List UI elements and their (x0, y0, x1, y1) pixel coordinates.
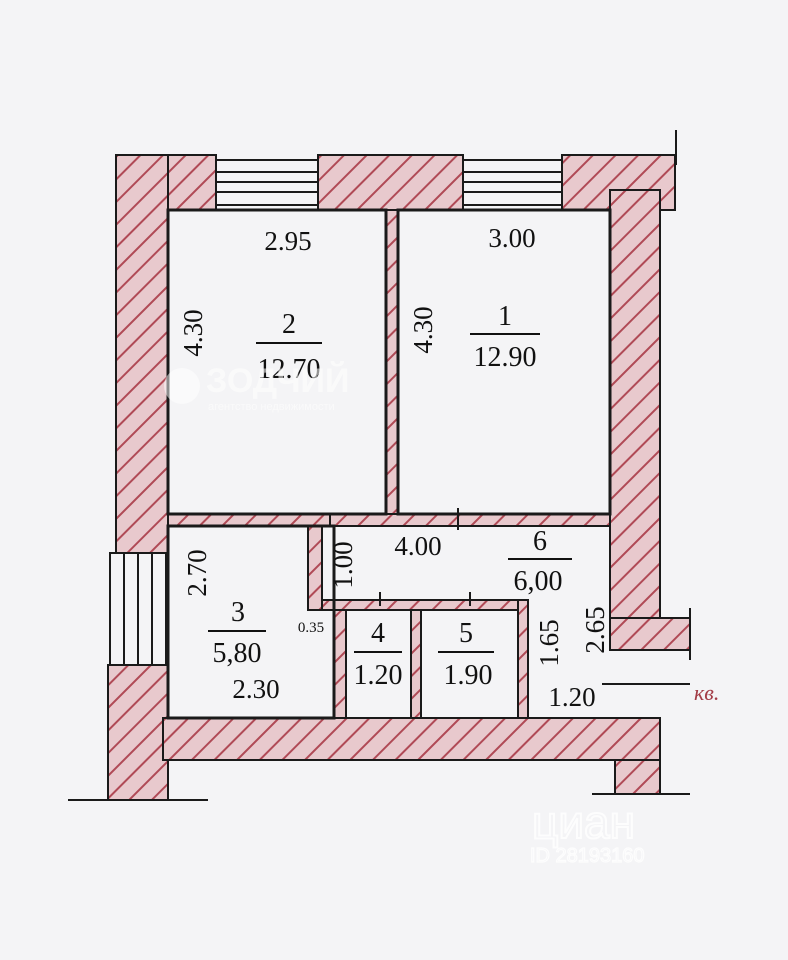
zodchiy-logo-icon (164, 368, 200, 404)
dim-2-65: 2.65 (580, 606, 610, 653)
zodchiy-watermark: ЗОДЧИЙ агентство недвижимости (164, 361, 349, 413)
room6-depth: 1.00 (328, 541, 358, 588)
room3-width: 2.30 (232, 674, 279, 704)
room2-area: 12.70 (258, 354, 321, 385)
cian-watermark: циан ID 28193160 (529, 795, 645, 868)
room6-number: 6 (533, 526, 547, 557)
wall-right-step (609, 617, 691, 651)
room2-number: 2 (282, 309, 296, 340)
window-left (109, 552, 167, 666)
wall-partition-main (167, 513, 611, 527)
exterior-lines (68, 130, 691, 801)
wall-corridor-bottom (321, 599, 523, 611)
zodchiy-logo-subtext: агентство недвижимости (208, 401, 335, 413)
wall-top-middle (317, 154, 464, 211)
room2-height: 4.30 (178, 309, 208, 356)
room-outlines (166, 208, 612, 720)
room6-width: 4.00 (394, 531, 441, 561)
room6-area: 6,00 (514, 566, 563, 597)
door-ticks (329, 508, 471, 606)
room5-area: 1.90 (444, 660, 493, 691)
room2-width: 2.95 (264, 226, 311, 256)
wall-bath-mid (410, 609, 422, 719)
zodchiy-logo-text: ЗОДЧИЙ (206, 361, 349, 400)
room1-width: 3.00 (488, 223, 535, 253)
room1-number: 1 (498, 301, 512, 332)
dim-1-65: 1.65 (534, 619, 564, 666)
wall-left-upper (115, 154, 169, 554)
wall-left-lower (107, 664, 169, 801)
wall-partition-mid (385, 209, 399, 515)
wall-corridor-left (307, 525, 323, 611)
dim-0-35: 0.35 (298, 620, 324, 636)
kv-label: кв. (694, 680, 719, 705)
dim-1-20: 1.20 (548, 682, 595, 712)
window-top-left (215, 159, 319, 206)
wall-bath-right (517, 599, 529, 719)
cian-logo-text: циан (532, 796, 635, 848)
room4-area: 1.20 (354, 660, 403, 691)
wall-bottom (162, 717, 661, 761)
cian-id-text: ID 28193160 (530, 845, 645, 867)
walls (107, 154, 691, 801)
room1-height: 4.30 (408, 306, 438, 353)
room4-number: 4 (371, 618, 385, 649)
room1-area: 12.90 (474, 342, 537, 373)
wall-bath-left (333, 609, 347, 719)
room3-number: 3 (231, 597, 245, 628)
room3-area: 5,80 (213, 638, 262, 669)
room3-height: 2.70 (182, 549, 212, 596)
window-top-right (462, 159, 563, 206)
room5-number: 5 (459, 618, 473, 649)
wall-right (609, 189, 661, 651)
